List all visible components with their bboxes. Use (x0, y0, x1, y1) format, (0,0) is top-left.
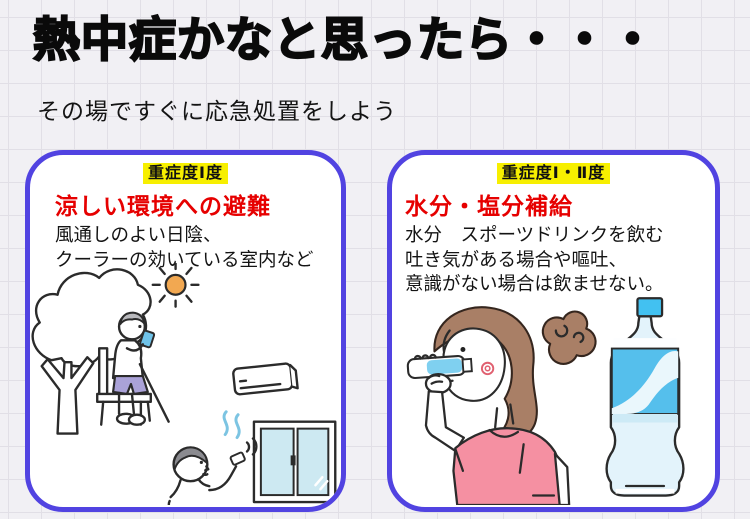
air-conditioner-icon (232, 362, 299, 396)
description-line: 意識がない場合は飲ませない。 (405, 273, 664, 295)
description-line: 吐き気がある場合や嘔吐、 (405, 248, 628, 270)
seated-person-drinking-icon (96, 311, 170, 426)
cool-environment-illustration (30, 263, 341, 505)
description-line: 水分 スポーツドリンクを飲む (405, 224, 664, 245)
sun-icon (151, 263, 200, 308)
severity-badge: 重症度Ⅰ・Ⅱ度 (496, 163, 611, 184)
description-line: クーラーの効いている室内など (55, 248, 314, 270)
card-heading: 涼しい環境への避難 (55, 193, 271, 219)
hydration-illustration (392, 285, 715, 505)
card-description: 風通しのよい日陰、 クーラーの効いている室内など (30, 223, 341, 272)
page-subtitle: その場ですぐに応急処置をしよう (37, 98, 397, 124)
cool-air-icon (222, 410, 241, 440)
woman-drinking-icon (406, 306, 597, 505)
window-icon (252, 420, 337, 504)
person-with-remote-icon (167, 437, 258, 505)
sports-drink-bottle-icon (605, 297, 685, 497)
card-heading: 水分・塩分補給 (405, 193, 573, 219)
page-title: 熱中症かなと思ったら・・・ (32, 12, 657, 67)
severity-badge: 重症度Ⅰ度 (143, 163, 228, 184)
card-cool-environment: 重症度Ⅰ度 涼しい環境への避難 風通しのよい日陰、 クーラーの効いている室内など (25, 150, 346, 512)
card-hydration: 重症度Ⅰ・Ⅱ度 水分・塩分補給 水分 スポーツドリンクを飲む 吐き気がある場合や… (387, 150, 720, 512)
description-line: 風通しのよい日陰、 (55, 224, 222, 245)
card-description: 水分 スポーツドリンクを飲む 吐き気がある場合や嘔吐、 意識がない場合は飲ませな… (392, 223, 715, 297)
